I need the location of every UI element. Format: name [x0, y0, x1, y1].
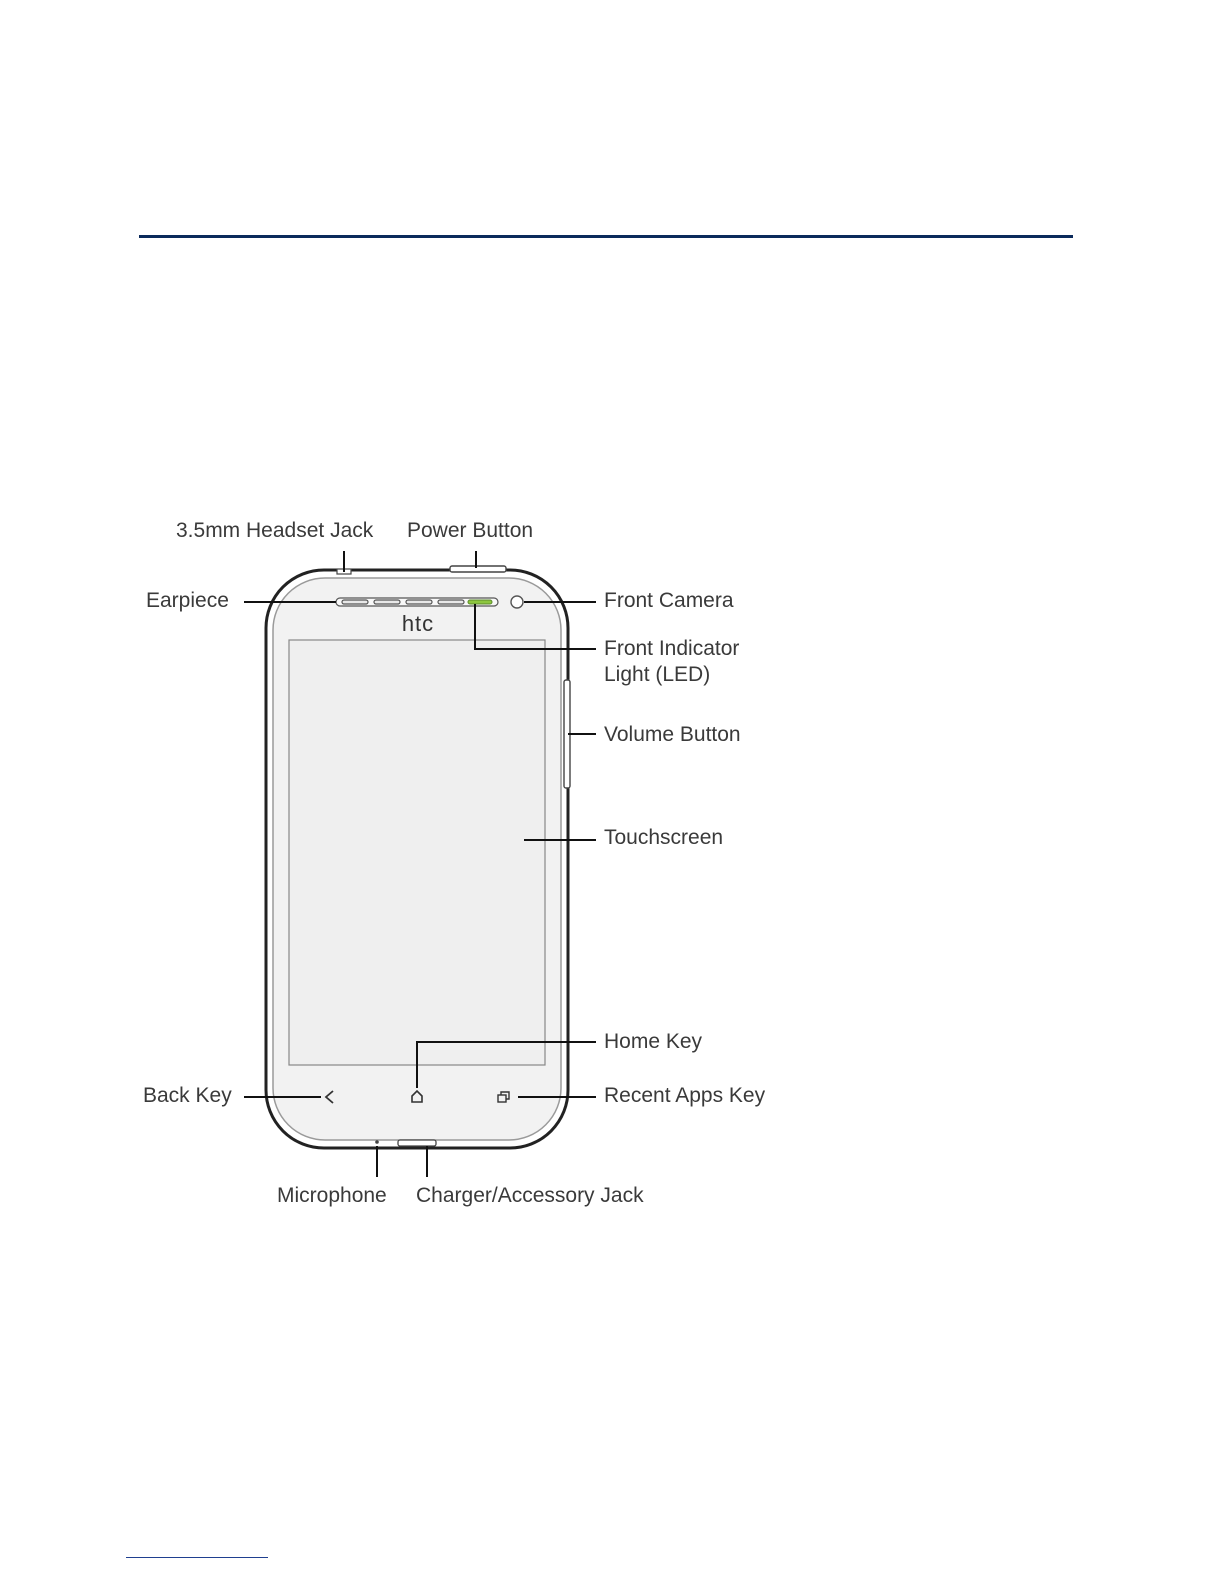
- label-recent-apps-key: Recent Apps Key: [604, 1083, 765, 1109]
- front-camera-lens: [511, 596, 523, 608]
- htc-logo: htc: [402, 611, 434, 636]
- label-front-indicator-line1: Front Indicator: [604, 636, 739, 662]
- microphone-port: [375, 1140, 379, 1144]
- label-front-camera: Front Camera: [604, 588, 734, 614]
- label-front-indicator-line2: Light (LED): [604, 662, 710, 688]
- label-headset-jack: 3.5mm Headset Jack: [176, 518, 373, 544]
- charger-jack-port: [398, 1140, 436, 1146]
- label-charger-jack: Charger/Accessory Jack: [416, 1183, 644, 1209]
- power-button: [450, 566, 506, 572]
- label-back-key: Back Key: [143, 1083, 232, 1109]
- label-earpiece: Earpiece: [146, 588, 229, 614]
- touchscreen-panel: [289, 640, 545, 1065]
- label-touchscreen: Touchscreen: [604, 825, 723, 851]
- label-microphone: Microphone: [277, 1183, 387, 1209]
- label-home-key: Home Key: [604, 1029, 702, 1055]
- front-indicator-led: [468, 600, 492, 604]
- label-volume-button: Volume Button: [604, 722, 741, 748]
- footer-rule: [126, 1557, 268, 1558]
- label-power-button: Power Button: [407, 518, 533, 544]
